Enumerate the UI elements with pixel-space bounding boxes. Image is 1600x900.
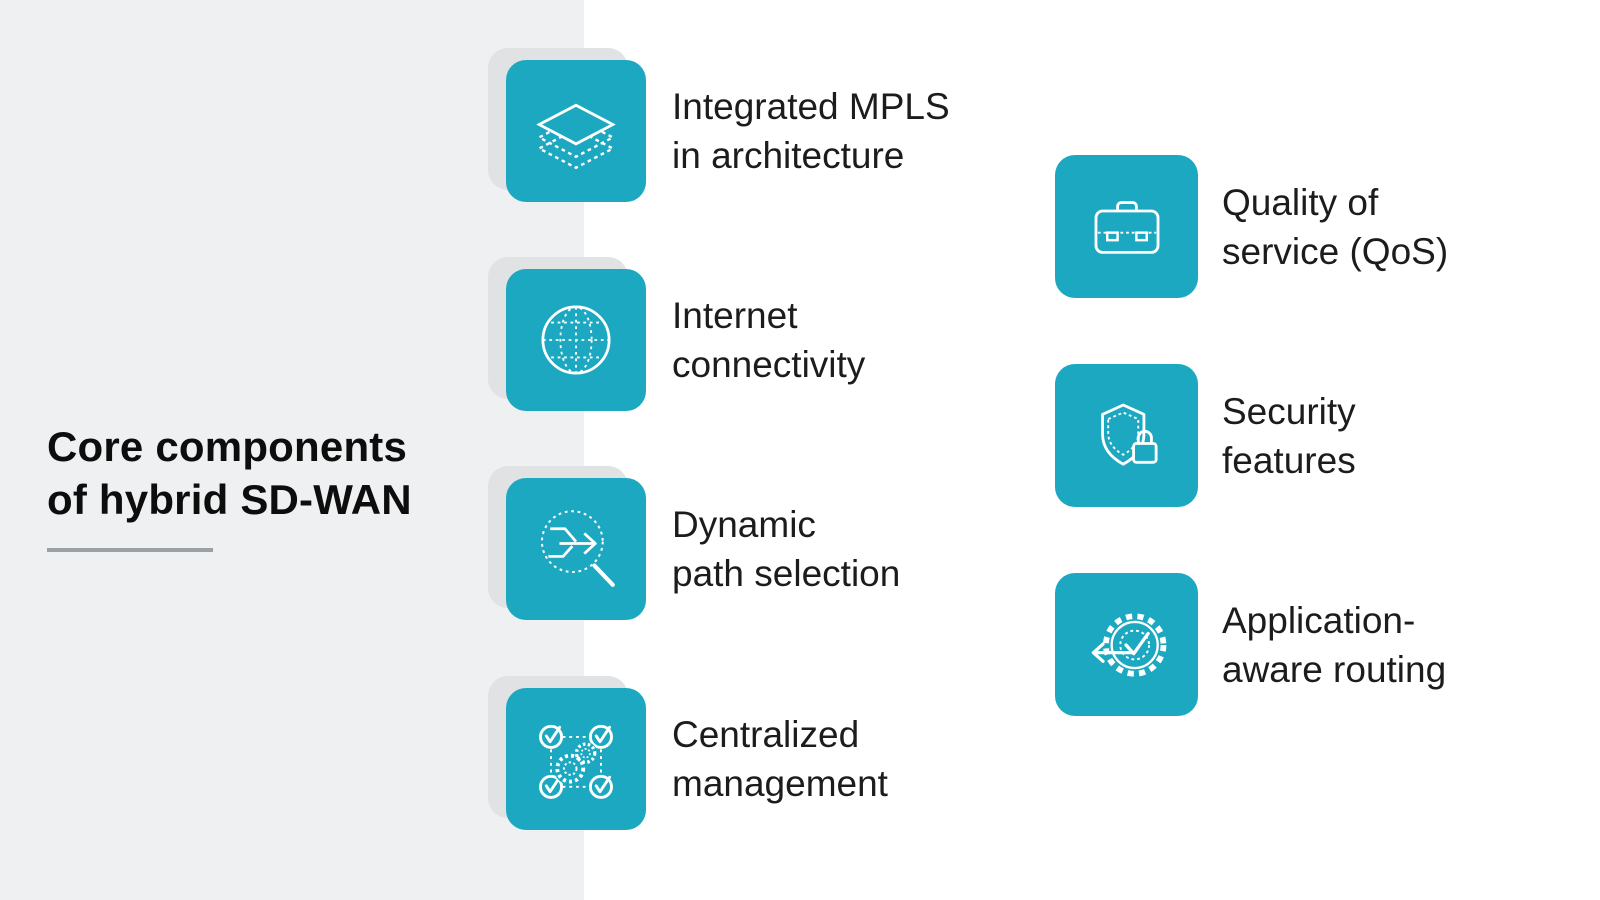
feature-label: Internet connectivity — [672, 295, 866, 385]
title-underline — [47, 548, 213, 552]
feature-row-centralized-management: Centralized management — [488, 676, 888, 830]
feature-row-application-aware-routing: Application- aware routing — [1055, 573, 1446, 716]
quality-of-service-tile — [1055, 155, 1198, 298]
feature-label: Centralized management — [672, 714, 888, 804]
feature-label: Security features — [1222, 390, 1356, 481]
gear-check-arrow-icon — [1091, 612, 1166, 677]
path-selection-icon — [540, 510, 615, 587]
globe-icon — [541, 305, 611, 375]
feature-label: Application- aware routing — [1222, 599, 1447, 690]
title-line-2: of hybrid SD-WAN — [47, 476, 412, 523]
feature-row-security-features: Security features — [1055, 364, 1356, 507]
shield-lock-icon — [1100, 403, 1158, 466]
briefcase-icon — [1094, 200, 1159, 254]
application-aware-routing-tile — [1055, 573, 1198, 716]
security-features-tile — [1055, 364, 1198, 507]
centralized-management-tile — [506, 688, 646, 830]
integrated-mpls-tile — [506, 60, 646, 202]
feature-row-dynamic-path-selection: Dynamic path selection — [488, 466, 901, 620]
feature-label: Quality of service (QoS) — [1222, 181, 1449, 272]
feature-row-quality-of-service: Quality of service (QoS) — [1055, 155, 1448, 298]
dynamic-path-selection-tile — [506, 478, 646, 620]
feature-label: Integrated MPLS in architecture — [672, 86, 950, 176]
centralized-management-icon — [539, 724, 613, 799]
page-title: Core components of hybrid SD-WAN — [47, 420, 412, 552]
feature-row-internet-connectivity: Internet connectivity — [488, 257, 866, 411]
layers-icon — [536, 103, 616, 170]
feature-row-integrated-mpls: Integrated MPLS in architecture — [488, 48, 950, 202]
left-panel — [0, 0, 584, 900]
internet-connectivity-tile — [506, 269, 646, 411]
title-line-1: Core components — [47, 423, 408, 470]
feature-label: Dynamic path selection — [672, 504, 901, 594]
